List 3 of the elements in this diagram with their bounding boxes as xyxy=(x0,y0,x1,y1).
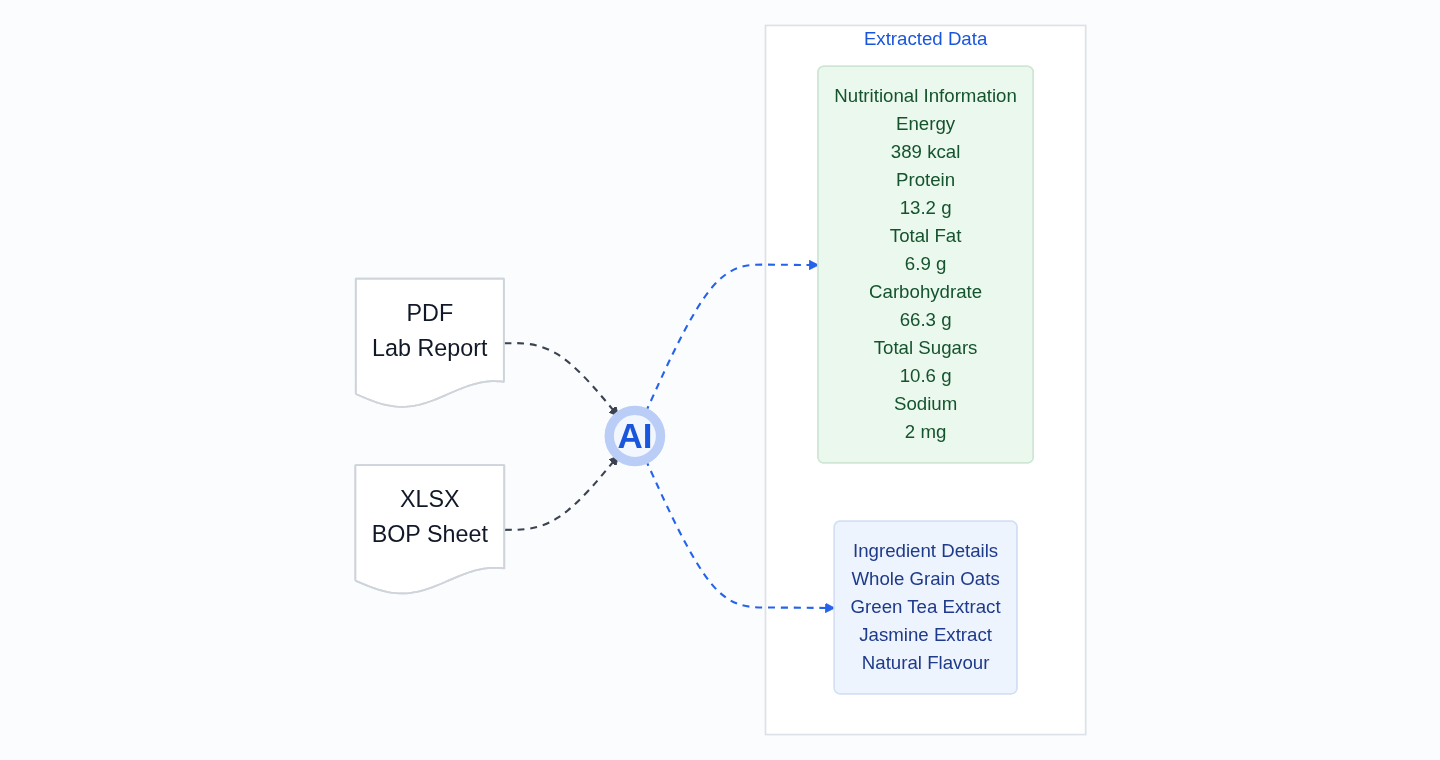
node-circle: AI xyxy=(604,405,665,467)
arrow xyxy=(504,455,619,531)
arrow xyxy=(503,342,619,417)
